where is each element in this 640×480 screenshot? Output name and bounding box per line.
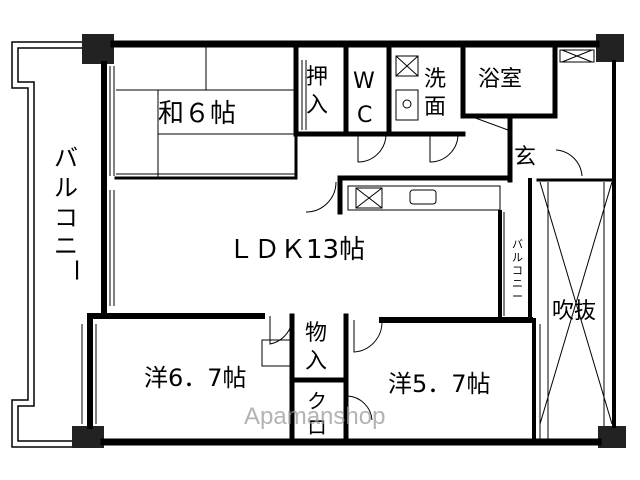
small-balcony-char-1: バ <box>512 238 523 251</box>
room-washitsu-label: 和６帖 <box>158 99 236 129</box>
oshiire-label-bottom: 入 <box>306 93 328 118</box>
main-balcony-char-4: ニ <box>54 232 78 260</box>
monoire-label-bottom: 入 <box>305 349 327 374</box>
room-yokushitsu-label: 浴室 <box>478 67 522 92</box>
small-balcony-char-4: ニ <box>512 277 523 290</box>
closet-label-bottom: ロ <box>307 415 327 439</box>
walls <box>87 40 616 446</box>
fukinuke-label: 吹抜 <box>552 299 596 324</box>
main-balcony <box>11 41 82 448</box>
small-balcony-label: バ ル コ ニ ー <box>512 238 523 303</box>
wc-label-top: W <box>353 69 375 94</box>
wc-label-bottom: C <box>357 103 372 128</box>
senmen-label-top: 洗 <box>424 67 446 92</box>
room-yoshitsu-right-label: 洋5．7帖 <box>388 370 491 398</box>
main-balcony-char-1: バ <box>54 144 78 172</box>
closet-label-top: ク <box>307 389 327 413</box>
room-yoshitsu-left-label: 洋6．7帖 <box>144 364 247 392</box>
details <box>81 44 613 442</box>
main-balcony-char-2: ル <box>54 174 78 202</box>
genkan-label: 玄 <box>514 145 536 170</box>
small-balcony-char-3: コ <box>512 264 523 277</box>
main-balcony-char-5: ー <box>62 258 90 282</box>
columns <box>72 34 626 448</box>
oshiire-label-top: 押 <box>306 65 328 90</box>
monoire-label-top: 物 <box>305 321 327 346</box>
watermark: Apamanshop <box>244 403 385 430</box>
main-balcony-label: バ ル コ ニ ー <box>54 144 90 282</box>
main-balcony-char-3: コ <box>54 204 78 232</box>
room-ldk-label: ＬＤＫ13帖 <box>228 235 365 265</box>
small-balcony-char-5: ー <box>512 290 523 303</box>
small-balcony-char-2: ル <box>512 251 523 264</box>
senmen-label-bottom: 面 <box>424 95 446 120</box>
